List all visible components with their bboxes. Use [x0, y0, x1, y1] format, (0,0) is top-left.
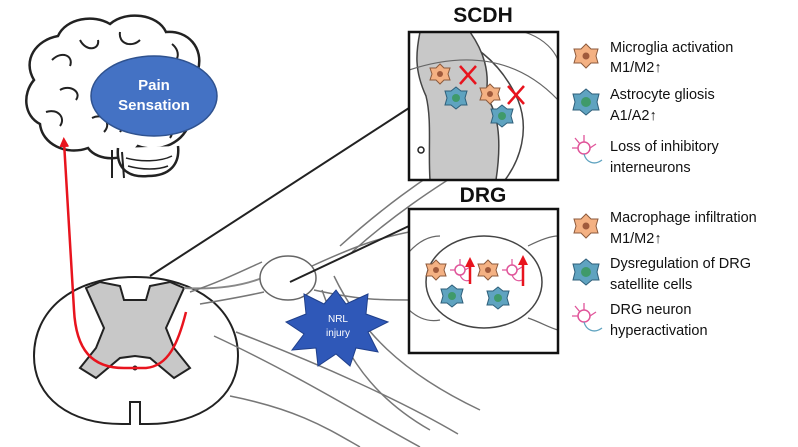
legend-item-microglia: Microglia activation M1/M2↑ [573, 40, 733, 76]
legend-item-astrocyte: Astrocyte gliosis A1/A2↑ [572, 87, 715, 124]
legend-text: Loss of inhibitory [610, 139, 720, 155]
loss-cross-icon [459, 65, 477, 85]
pain-label-line2: Sensation [118, 97, 190, 114]
legend-text: M1/M2↑ [610, 231, 662, 247]
drg-title: DRG [460, 184, 507, 207]
scdh-connector-line [149, 107, 410, 277]
drg-satellite-cell [486, 286, 510, 310]
injury-label-line1: NRL [328, 314, 348, 325]
legend-text: DRG neuron [610, 302, 691, 318]
scdh-title: SCDH [453, 4, 513, 27]
spinal-cord-cross-section [32, 275, 263, 425]
drg-satellite-cell [440, 284, 464, 308]
drg-macrophage-cell [477, 259, 499, 281]
neuron-icon [572, 135, 603, 164]
legend-item-drg-neuron: DRG neuron hyperactivation [572, 302, 708, 339]
astrocyte-icon [572, 88, 600, 116]
legend-text: Macrophage infiltration [610, 210, 757, 226]
legend-item-inhibitory-neuron: Loss of inhibitory interneurons [572, 135, 720, 176]
drg-macrophage-cell [425, 259, 447, 281]
scdh-astrocyte-cell [444, 86, 468, 110]
legend-text: M1/M2↑ [610, 60, 662, 76]
legend-scdh: Microglia activation M1/M2↑ Astrocyte gl… [572, 40, 733, 176]
neuron-icon [572, 303, 603, 332]
legend-text: hyperactivation [610, 323, 708, 339]
scdh-microglia-cell [429, 63, 451, 85]
scdh-microglia-cell [479, 83, 501, 105]
microglia-icon [573, 43, 599, 69]
legend-text: Microglia activation [610, 40, 733, 56]
legend-text: Astrocyte gliosis [610, 87, 715, 103]
drg-inset [407, 207, 560, 355]
scdh-inset [407, 30, 560, 182]
drg-neuron-cell [450, 259, 471, 282]
drg-ganglion [259, 255, 317, 301]
pain-pathway-line [59, 137, 188, 370]
drg-neuron-cell [502, 259, 523, 282]
nrl-injury-badge: NRL injury [284, 289, 390, 367]
loss-cross-icon [507, 85, 525, 105]
satellite-cell-icon [572, 258, 600, 286]
pain-sensation-badge: Pain Sensation [90, 55, 218, 137]
drg-connector-line [289, 225, 410, 283]
legend-item-satellite-cells: Dysregulation of DRG satellite cells [572, 256, 751, 293]
legend-drg: Macrophage infiltration M1/M2↑ Dysregula… [572, 210, 757, 339]
peripheral-nerve [189, 149, 481, 447]
scdh-astrocyte-cell [490, 104, 514, 128]
legend-item-macrophage: Macrophage infiltration M1/M2↑ [573, 210, 757, 247]
legend-text: satellite cells [610, 277, 692, 293]
legend-text: Dysregulation of DRG [610, 256, 751, 272]
legend-text: A1/A2↑ [610, 108, 657, 124]
macrophage-icon [573, 213, 599, 239]
legend-text: interneurons [610, 160, 691, 176]
injury-label-line2: injury [326, 328, 350, 339]
pain-label-line1: Pain [138, 77, 170, 94]
